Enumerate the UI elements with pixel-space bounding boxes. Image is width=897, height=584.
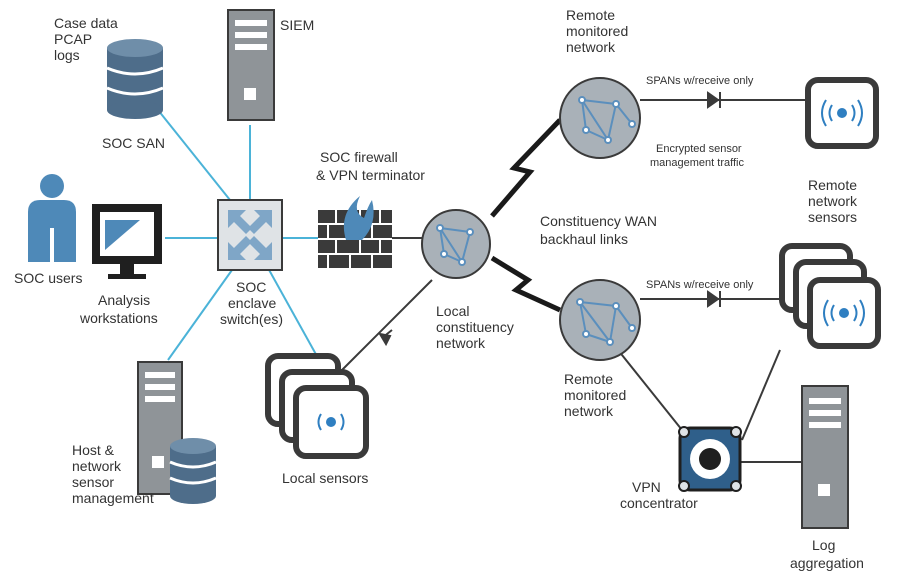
diode-span-bottom <box>707 290 721 308</box>
connections <box>149 91 808 463</box>
local-sensors-icon <box>265 353 369 459</box>
case-data-label: Case data PCAP logs <box>54 15 122 63</box>
link-remote-vpn <box>617 349 691 441</box>
link-sensors-vpn <box>741 349 781 441</box>
analysis-workstations-label: Analysis workstations <box>79 292 158 326</box>
link-local-net-local-sensors <box>339 279 433 373</box>
vpn-concentrator-icon <box>678 426 742 492</box>
remote-network-bottom-label: Remote monitored network <box>564 371 630 419</box>
soc-switch-icon <box>217 199 283 271</box>
diode-local-sensors <box>377 329 393 347</box>
remote-sensors-label: Remote network sensors <box>808 177 861 225</box>
soc-san-database-icon <box>106 39 164 119</box>
analysis-workstation-monitor-icon <box>92 204 162 279</box>
remote-sensor-top-icon <box>805 77 879 149</box>
link-switch-san <box>149 99 239 211</box>
siem-server-icon <box>227 9 275 121</box>
wan-link-top <box>490 118 562 218</box>
remote-network-top-cloud-icon <box>559 77 641 159</box>
remote-network-bottom-cloud-icon <box>559 279 641 361</box>
local-network-label: Local constituency network <box>436 303 518 351</box>
link-switch-local-sensors <box>267 267 319 359</box>
vpn-concentrator-label: VPN concentrator <box>620 479 698 511</box>
soc-users-label: SOC users <box>14 270 82 286</box>
link-switch-mgmt <box>167 269 233 361</box>
log-aggregation-label: Log aggregation <box>790 537 864 571</box>
sensor-management-server-icon <box>137 361 183 495</box>
remote-network-sensors-icon <box>779 243 881 349</box>
diode-span-top <box>707 91 721 109</box>
wan-link-bottom <box>490 255 562 313</box>
soc-firewall-icon <box>318 196 392 268</box>
encrypted-traffic-label: Encrypted sensor management traffic <box>650 143 745 169</box>
host-sensor-mgmt-label: Host & network sensor management <box>72 442 154 506</box>
local-network-cloud-icon <box>421 209 491 279</box>
spans-top-label: SPANs w/receive only <box>646 75 754 87</box>
remote-network-top-label: Remote monitored network <box>566 7 632 55</box>
soc-switch-label: SOC enclave switch(es) <box>220 279 283 327</box>
soc-user-icon <box>28 174 76 262</box>
soc-san-label: SOC SAN <box>102 135 165 151</box>
spans-bottom-label: SPANs w/receive only <box>646 279 754 291</box>
sensor-management-database-icon <box>169 438 217 504</box>
local-sensors-label: Local sensors <box>282 470 368 486</box>
log-aggregation-server-icon <box>801 385 849 529</box>
constituency-wan-label: Constituency WAN backhaul links <box>540 213 661 247</box>
soc-firewall-label: SOC firewall & VPN terminator <box>316 149 425 183</box>
siem-label: SIEM <box>280 17 314 33</box>
